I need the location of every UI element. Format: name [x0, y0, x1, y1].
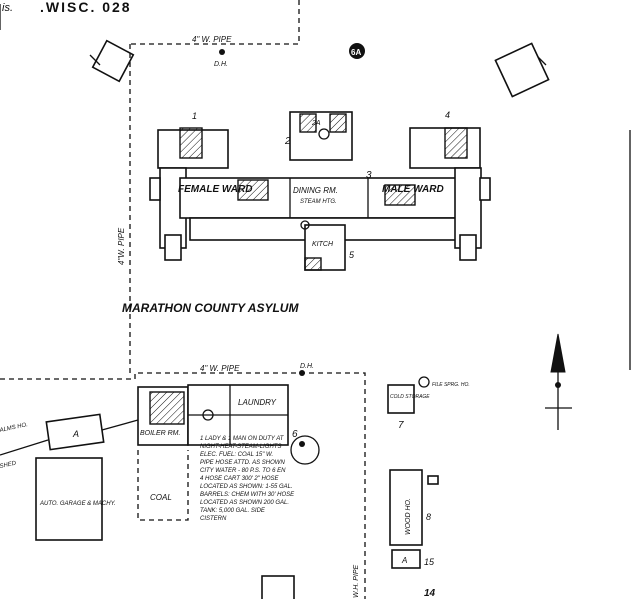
- asylum-name: MARATHON COUNTY ASYLUM: [122, 301, 299, 315]
- num-1-top: 1: [192, 111, 197, 121]
- circle-marker-label: 6A: [351, 48, 361, 57]
- note-line-10: CISTERN: [200, 516, 227, 522]
- note-line-5: 4 HOSE CART 300' 2" HOSE: [200, 476, 280, 482]
- num-a: A: [72, 429, 79, 439]
- num-14: 14: [424, 588, 436, 599]
- small-box-a-label: A: [401, 556, 407, 565]
- garage-building: [35, 457, 103, 541]
- small-box-a: [391, 549, 421, 569]
- male-ward-label: MALE WARD: [382, 184, 444, 195]
- dining-rm-label: DINING RM.: [293, 186, 338, 195]
- cold-storage: [387, 384, 415, 414]
- female-ward-label: FEMALE WARD: [178, 184, 252, 195]
- sheet-prefix: is.: [2, 2, 13, 14]
- num-2: 2: [284, 136, 291, 147]
- lower-dh-label: D.H.: [300, 363, 314, 370]
- rotated-building-right-x1: [537, 56, 547, 66]
- circle-marker: [349, 43, 365, 59]
- note-line-1: NIGHT-HEAT-STEAM-LIGHTS: [200, 444, 281, 450]
- note-line-2: ELEC. FUEL: COAL 15" W.: [200, 452, 273, 458]
- note-line-0: 1 LADY & 1 MAN ON DUTY AT: [200, 436, 285, 442]
- note-line-9: TANK: 5,000 GAL. SIDE: [200, 508, 266, 514]
- num-4: 4: [445, 110, 450, 120]
- file-marker: [418, 376, 430, 388]
- note-line-4: CITY WATER - 80 P.S. TO 6 EN: [200, 468, 286, 474]
- top-dh-label: D.H.: [214, 61, 228, 68]
- rotated-building-right: [494, 42, 550, 98]
- wood-house: [389, 469, 423, 546]
- lower-hydrant-marker: [299, 370, 305, 376]
- num-15: 15: [424, 557, 435, 567]
- steam-htg-label: STEAM HTG.: [300, 199, 337, 205]
- note-line-6: LOCATED AS SHOWN: 1-55 GAL.: [200, 484, 293, 490]
- note-line-8: LOCATED AS SHOWN 200 GAL.: [200, 500, 289, 506]
- note-line-7: BARRELS: CHEM WITH 30' HOSE: [200, 492, 295, 498]
- num-3: 3: [366, 170, 372, 181]
- wh-pipe-label: W.H. PIPE: [353, 564, 360, 598]
- alms-walkway-2: [101, 419, 139, 431]
- rotated-building-left: [91, 39, 135, 83]
- small-shed: [427, 475, 439, 485]
- north-arrow: [545, 333, 572, 430]
- num-2a: 2A: [311, 120, 321, 127]
- cold-storage-label: COLD STORAGE: [390, 394, 430, 400]
- bottom-partial-building: [261, 575, 295, 599]
- top-hydrant-marker: [219, 49, 225, 55]
- lower-property-line: [0, 372, 366, 599]
- alms-walkway: [0, 439, 49, 456]
- file-label: FILE SPRG. HO.: [432, 382, 470, 388]
- shed-label: SHED: [0, 460, 17, 469]
- lower-pipe-label: 4" W. PIPE: [200, 364, 240, 373]
- num-8: 8: [426, 512, 431, 522]
- laundry-label: LAUNDRY: [238, 398, 277, 407]
- laundry-complex: [137, 384, 289, 521]
- asylum-building: [149, 111, 491, 271]
- kitch-label: KITCH: [312, 241, 334, 248]
- boiler-rm-label: BOILER RM.: [140, 430, 181, 437]
- side-pipe-label: 4"W. PIPE: [117, 227, 126, 265]
- rotated-building-left-x1: [89, 54, 101, 66]
- wood-ho-label: WOOD HO.: [405, 498, 412, 535]
- cistern-marker: [299, 441, 305, 447]
- num-5: 5: [349, 250, 355, 260]
- alms-house: [45, 413, 105, 451]
- cistern: [290, 435, 320, 465]
- auto-garage-label: AUTO. GARAGE & MACHY.: [39, 501, 116, 507]
- num-7: 7: [398, 420, 404, 431]
- sheet-id: .WISC. 028: [40, 0, 132, 15]
- alms-ho-label: ALMS HO.: [0, 422, 28, 434]
- coal-label: COAL: [150, 493, 172, 502]
- num-6: 6: [292, 429, 298, 440]
- top-property-line: [130, 0, 300, 45]
- note-line-3: PIPE HOSE ATTD. AS SHOWN: [200, 460, 285, 466]
- top-pipe-label: 4" W. PIPE: [192, 35, 232, 44]
